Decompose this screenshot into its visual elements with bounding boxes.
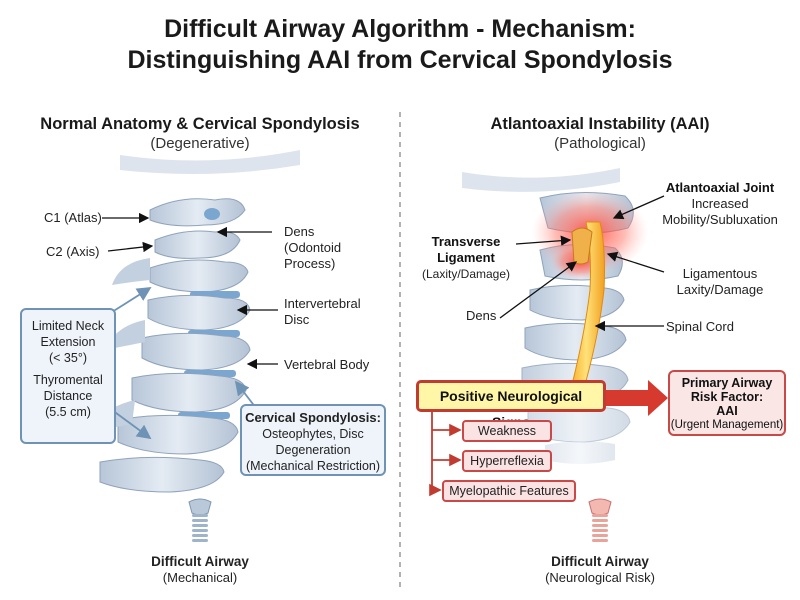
cervical-spondylosis-box: Cervical Spondylosis: Osteophytes, Disc …	[240, 404, 386, 476]
page-title-line2: Distinguishing AAI from Cervical Spondyl…	[127, 46, 673, 74]
page-title: Difficult Airway Algorithm - Mechanism: …	[0, 14, 800, 76]
right-footer: Difficult Airway (Neurological Risk)	[545, 554, 655, 585]
label-c1-atlas: C1 (Atlas)	[44, 210, 102, 225]
trachea-icon-right	[588, 498, 612, 542]
sign-weakness: Weakness	[462, 420, 552, 442]
neuro-signs-box: Positive Neurological Signs	[416, 380, 606, 430]
label-vertebral-body: Vertebral Body	[284, 357, 370, 372]
trachea-icon-left	[188, 498, 212, 542]
label-atlantoaxial-joint: Atlantoaxial Joint Increased Mobility/Su…	[662, 180, 778, 227]
risk-arrow	[604, 380, 668, 416]
right-section-subtitle: (Pathological)	[554, 135, 646, 152]
label-intervertebral-disc: Intervertebral Disc	[284, 296, 361, 327]
label-c2-axis: C2 (Axis)	[46, 244, 100, 259]
label-dens-right: Dens	[466, 308, 497, 323]
label-ligamentous-laxity: Ligamentous Laxity/Damage	[676, 266, 764, 297]
label-transverse-ligament: Transverse Ligament (Laxity/Damage)	[421, 234, 511, 281]
left-section-subtitle: (Degenerative)	[150, 135, 250, 152]
right-section-title: Atlantoaxial Instability (AAI)	[490, 115, 710, 133]
sign-myelopathic-features: Myelopathic Features	[442, 480, 576, 502]
label-dens-left: Dens (Odontoid Process)	[284, 224, 342, 271]
primary-risk-factor-box: Primary Airway Risk Factor: AAI (Urgent …	[668, 370, 786, 436]
neck-limitation-box: Limited Neck Extension (< 35°) Thyroment…	[20, 308, 116, 444]
page-title-line1: Difficult Airway Algorithm - Mechanism:	[164, 15, 636, 43]
left-spine-illustration	[88, 150, 300, 493]
label-spinal-cord: Spinal Cord	[666, 319, 734, 334]
sign-hyperreflexia: Hyperreflexia	[462, 450, 552, 472]
left-footer: Difficult Airway (Mechanical)	[151, 554, 249, 585]
left-section-title: Normal Anatomy & Cervical Spondylosis	[40, 115, 360, 133]
